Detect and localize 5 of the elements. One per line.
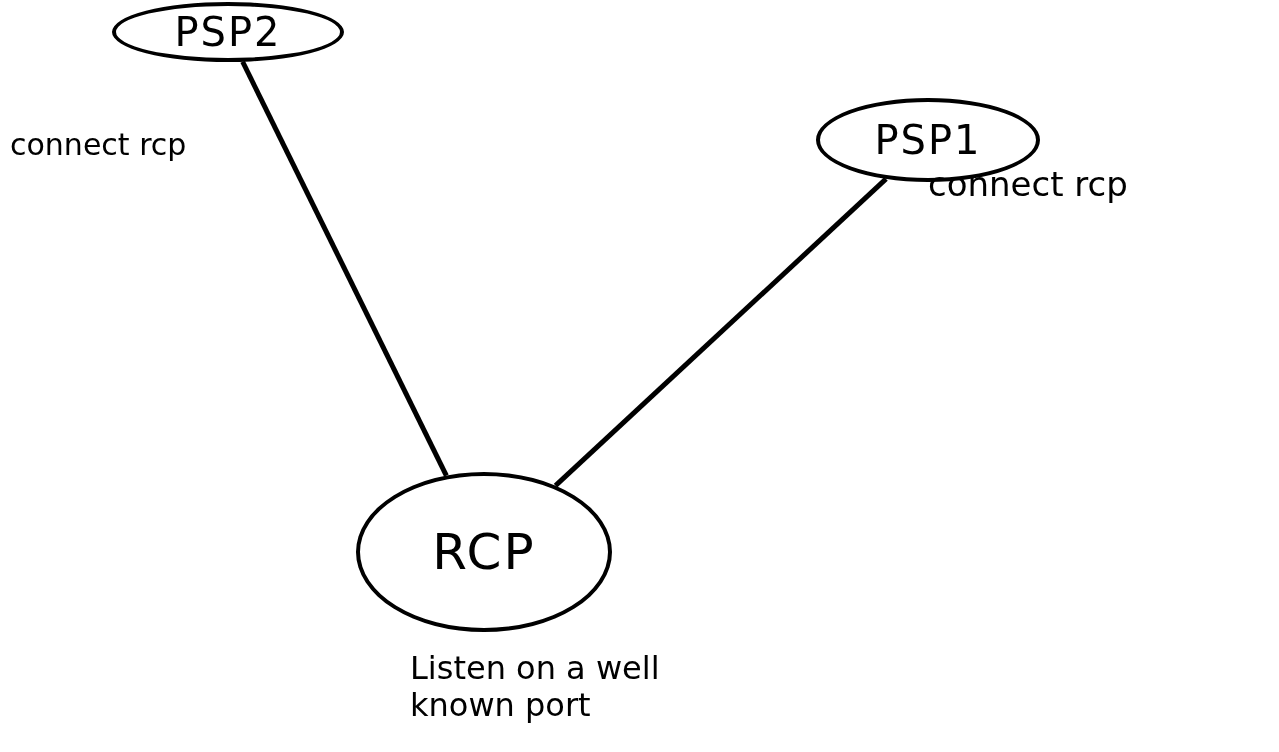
- node-caption: Listen on a well known port: [410, 650, 661, 724]
- node-label: PSP1: [874, 117, 982, 163]
- node-label: RCP: [432, 523, 536, 581]
- node-caption: connect rcp: [10, 128, 188, 163]
- node-label: PSP2: [174, 9, 282, 55]
